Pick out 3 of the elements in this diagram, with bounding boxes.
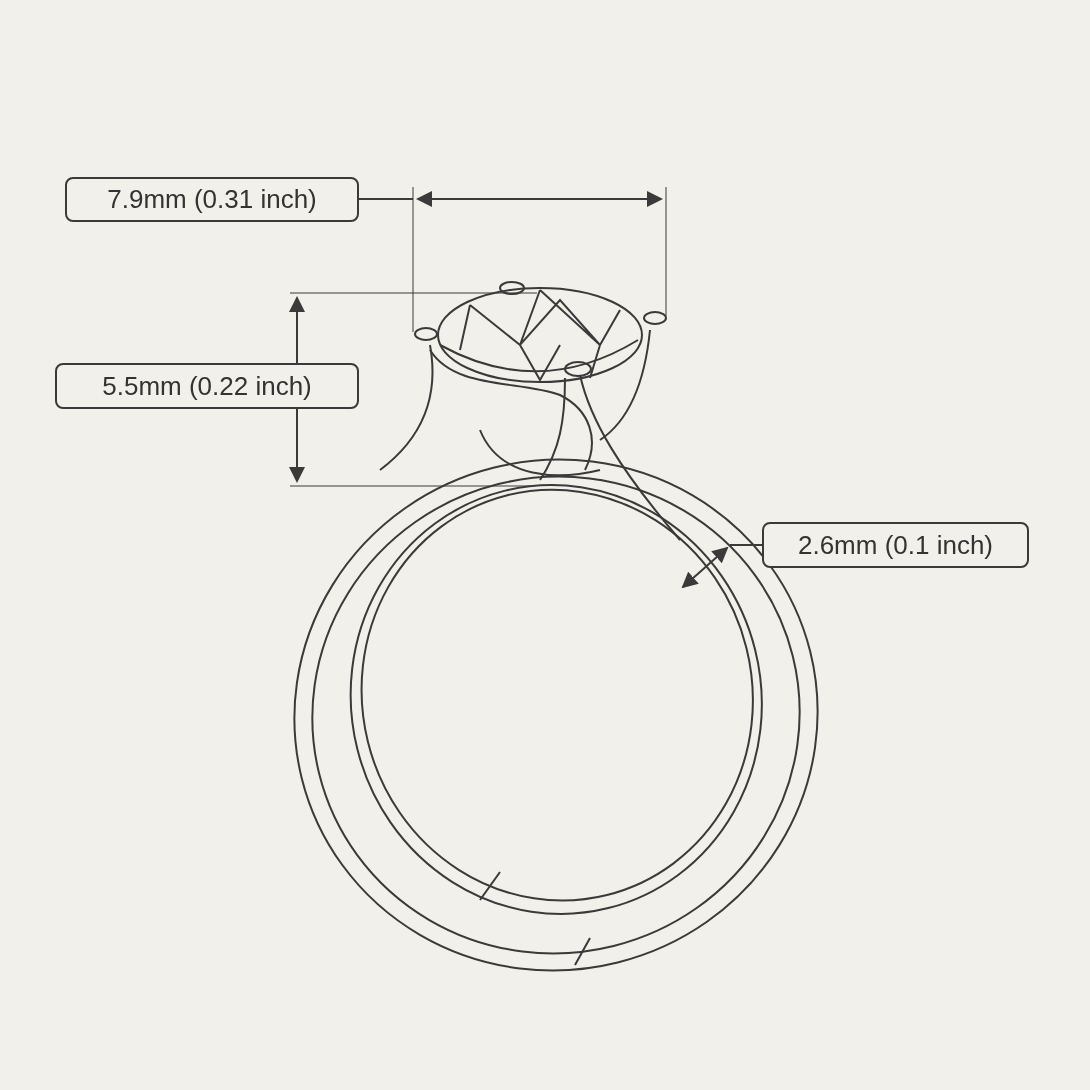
dimension-label: 5.5mm (0.22 inch) — [55, 363, 359, 409]
dimension-label: 2.6mm (0.1 inch) — [762, 522, 1029, 568]
dimension-label: 7.9mm (0.31 inch) — [65, 177, 359, 222]
